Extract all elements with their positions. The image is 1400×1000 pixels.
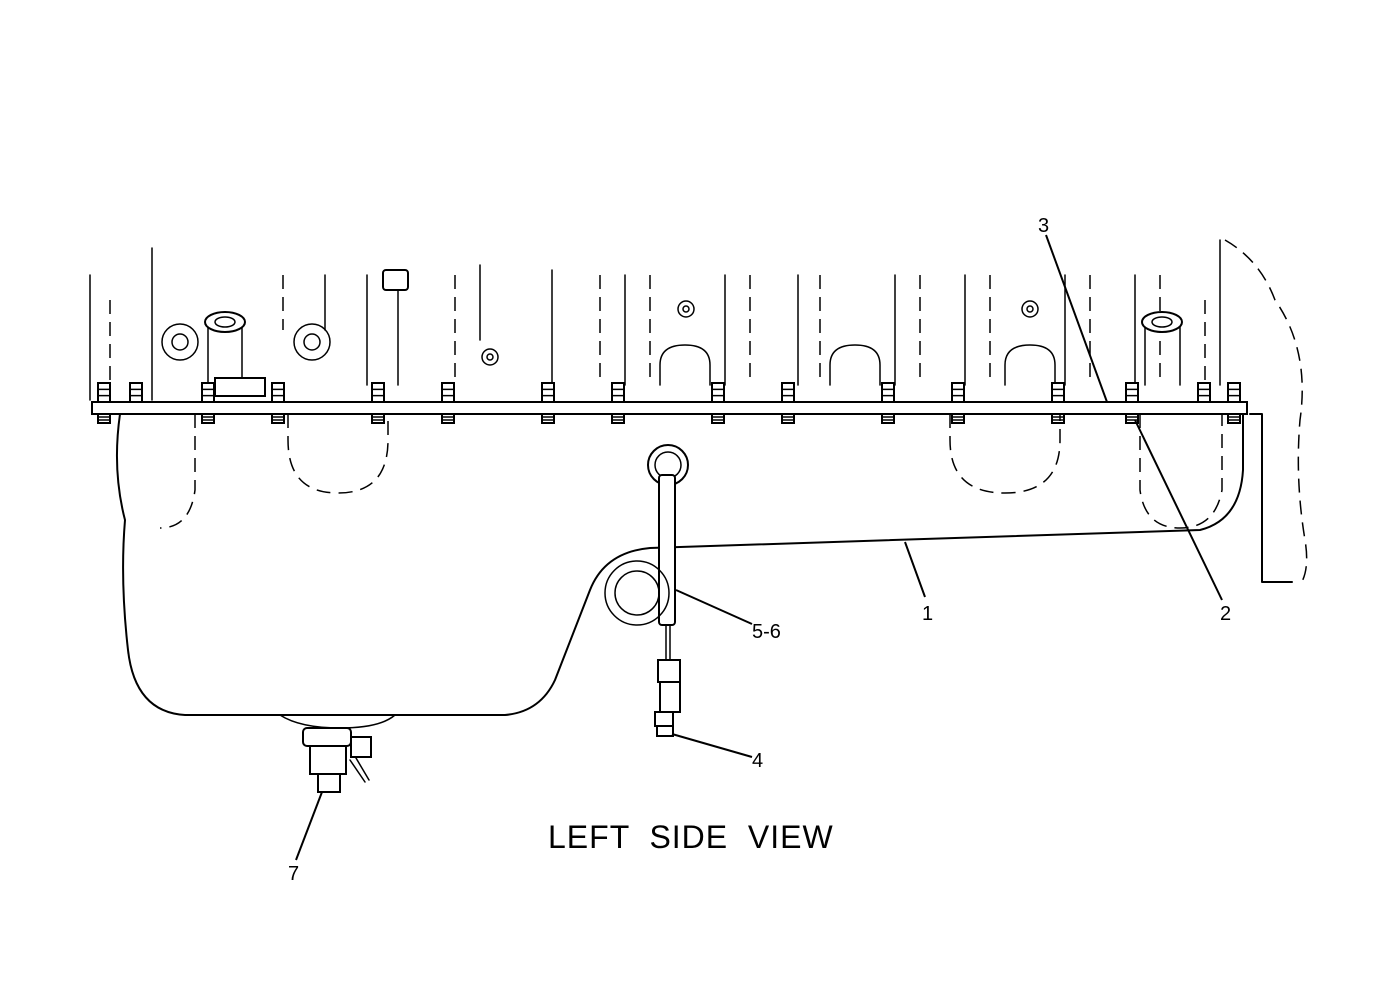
flange-bolt (541, 413, 555, 424)
flange-bolt (611, 413, 625, 424)
flange-bolt (881, 413, 895, 424)
engine-block-outline (89, 239, 1308, 586)
flange-bolt (951, 413, 965, 424)
callout-2: 2 (1220, 603, 1231, 625)
drain-valve (302, 727, 372, 793)
callout-7: 7 (288, 863, 299, 885)
pan-flange (91, 401, 1248, 415)
leader-lines (295, 234, 1223, 861)
flange-bolt (1051, 413, 1065, 424)
flange-bolt (97, 382, 111, 403)
flange-bolt (611, 382, 625, 403)
flange-bolt (951, 382, 965, 403)
flange-bolt (1227, 382, 1241, 403)
flange-bolt (1051, 382, 1065, 403)
flange-bolt (541, 382, 555, 403)
flange-bolt (1125, 413, 1139, 424)
flange-bolt (201, 413, 215, 424)
flange-bolts (97, 382, 1241, 424)
flange-bolt (371, 382, 385, 403)
callout-1: 1 (922, 603, 933, 625)
callout-3: 3 (1038, 215, 1049, 237)
oil-pan-body (115, 413, 1293, 729)
flange-bolt (271, 382, 285, 403)
callout-5-6: 5-6 (752, 621, 781, 643)
flange-bolt (441, 382, 455, 403)
view-caption: LEFT SIDE VIEW (548, 819, 834, 855)
callout-4: 4 (752, 750, 763, 772)
flange-bolt (711, 413, 725, 424)
flange-bolt (271, 413, 285, 424)
flange-bolt (129, 382, 143, 403)
flange-bolt (97, 413, 111, 424)
flange-bolt (441, 413, 455, 424)
callout-labels: 3 2 1 5-6 4 7 (288, 215, 1231, 885)
flange-bolt (781, 382, 795, 403)
flange-bolt (1125, 382, 1139, 403)
flange-bolt (201, 382, 215, 403)
flange-bolt (881, 382, 895, 403)
flange-bolt (1227, 413, 1241, 424)
dipstick-assembly (604, 444, 689, 737)
flange-bolt (711, 382, 725, 403)
flange-bolt (371, 413, 385, 424)
flange-bolt (1197, 382, 1211, 403)
flange-bolt (781, 413, 795, 424)
